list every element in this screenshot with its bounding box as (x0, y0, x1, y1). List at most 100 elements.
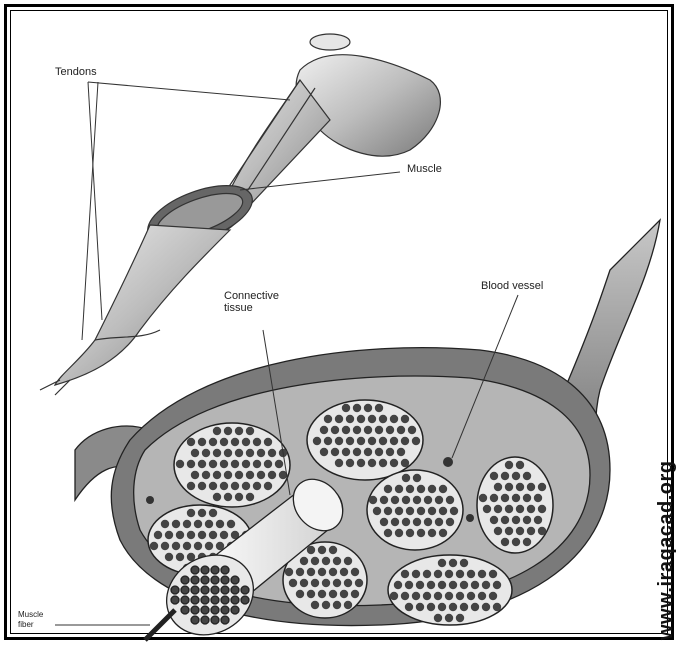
label-muscle: Muscle (407, 163, 442, 175)
muscle-fiber-dot (386, 426, 394, 434)
muscle-fiber-dot (165, 531, 173, 539)
muscle-fiber-dot (401, 592, 409, 600)
muscle-fiber-dot (209, 531, 217, 539)
muscle-fiber-dot (501, 516, 509, 524)
muscle-fiber-dot (460, 581, 468, 589)
muscle-fiber-dot (501, 538, 509, 546)
muscle-fiber-dot (438, 581, 446, 589)
muscle-fiber-dot (412, 592, 420, 600)
muscle-fiber-dot (213, 471, 221, 479)
muscle-fiber-dot (344, 601, 352, 609)
muscle-fiber-dot (335, 437, 343, 445)
muscle-fiber-dot (264, 438, 272, 446)
muscle-fiber-dot (296, 590, 304, 598)
muscle-fiber-dot (412, 570, 420, 578)
muscle-fiber-dot (394, 581, 402, 589)
muscle-fiber-dot (351, 590, 359, 598)
muscle-fiber-dot (224, 471, 232, 479)
muscle-fiber-dot (445, 570, 453, 578)
muscle-fiber-dot (445, 592, 453, 600)
muscle-fiber-dot (416, 581, 424, 589)
muscle-fiber-dot (384, 485, 392, 493)
muscle-fiber-dot (479, 494, 487, 502)
muscle-fiber-dot (324, 415, 332, 423)
muscle-fiber-dot (416, 603, 424, 611)
muscle-fiber-dot (390, 592, 398, 600)
muscle-fiber-dot (391, 518, 399, 526)
muscle-fiber-dot (183, 542, 191, 550)
muscle-fiber-dot (401, 415, 409, 423)
muscle-fiber-dot (402, 496, 410, 504)
muscle-fiber-dot (397, 448, 405, 456)
muscle-fiber-dot (408, 426, 416, 434)
muscle-fiber-dot (489, 570, 497, 578)
muscle-fiber-dot (202, 449, 210, 457)
muscle-fiber-dot (221, 596, 229, 604)
muscle-fiber-dot (467, 570, 475, 578)
muscle-fiber-dot (264, 460, 272, 468)
muscle-fiber-dot (194, 520, 202, 528)
muscle-fiber-dot (505, 483, 513, 491)
muscle-fiber-dot (346, 437, 354, 445)
muscle-fiber-dot (423, 570, 431, 578)
muscle-fiber-dot (494, 483, 502, 491)
muscle-fiber-dot (311, 579, 319, 587)
muscle-fiber-dot (428, 507, 436, 515)
muscle-fiber-dot (221, 576, 229, 584)
muscle-fiber-dot (538, 505, 546, 513)
muscle-fiber-dot (456, 592, 464, 600)
muscle-fiber-dot (342, 448, 350, 456)
muscle-fiber-dot (198, 460, 206, 468)
muscle-fiber-dot (187, 531, 195, 539)
muscle-fiber-dot (235, 449, 243, 457)
muscle-fiber-dot (320, 448, 328, 456)
muscle-fiber-dot (231, 576, 239, 584)
muscle-fiber-dot (516, 483, 524, 491)
muscle-fiber-dot (231, 482, 239, 490)
muscle-fiber-dot (379, 415, 387, 423)
muscle-fiber-dot (333, 557, 341, 565)
muscle-fiber-dot (329, 546, 337, 554)
muscle-fiber-dot (390, 437, 398, 445)
muscle-fiber-dot (150, 542, 158, 550)
muscle-fiber-dot (191, 606, 199, 614)
muscle-fiber-dot (242, 438, 250, 446)
muscle-fiber-dot (311, 601, 319, 609)
muscle-fiber-dot (191, 586, 199, 594)
muscle-fiber-dot (438, 559, 446, 567)
muscle-fiber-dot (322, 579, 330, 587)
muscle-fiber-dot (344, 579, 352, 587)
muscle-fiber-dot (424, 518, 432, 526)
muscle-fiber-dot (191, 596, 199, 604)
muscle-fiber-dot (512, 538, 520, 546)
muscle-fiber-dot (307, 590, 315, 598)
muscle-fiber-dot (445, 614, 453, 622)
muscle-fiber-dot (435, 496, 443, 504)
muscle-fiber-dot (482, 603, 490, 611)
muscle-fiber-dot (456, 614, 464, 622)
muscle-fiber-dot (482, 581, 490, 589)
muscle-fiber-dot (201, 566, 209, 574)
muscle-fiber-dot (438, 603, 446, 611)
muscle-fiber-dot (154, 531, 162, 539)
muscle-fiber-dot (353, 404, 361, 412)
muscle-fiber-dot (395, 529, 403, 537)
muscle-fiber-dot (242, 460, 250, 468)
muscle-fiber-dot (405, 603, 413, 611)
muscle-fiber-dot (483, 505, 491, 513)
muscle-fiber-dot (181, 576, 189, 584)
muscle-fiber-dot (161, 542, 169, 550)
muscle-fiber-dot (494, 505, 502, 513)
muscle-fiber-dot (165, 553, 173, 561)
muscle-fiber-dot (242, 482, 250, 490)
muscle-fiber-dot (375, 426, 383, 434)
muscle-fiber-dot (176, 531, 184, 539)
muscle-fiber-dot (369, 496, 377, 504)
muscle-fiber-dot (209, 509, 217, 517)
muscle-fiber-dot (427, 581, 435, 589)
muscle-fiber-dot (523, 472, 531, 480)
muscle-fiber-dot (505, 461, 513, 469)
muscle-fiber-dot (527, 483, 535, 491)
muscle-fiber-dot (253, 438, 261, 446)
muscle-fiber-dot (320, 426, 328, 434)
